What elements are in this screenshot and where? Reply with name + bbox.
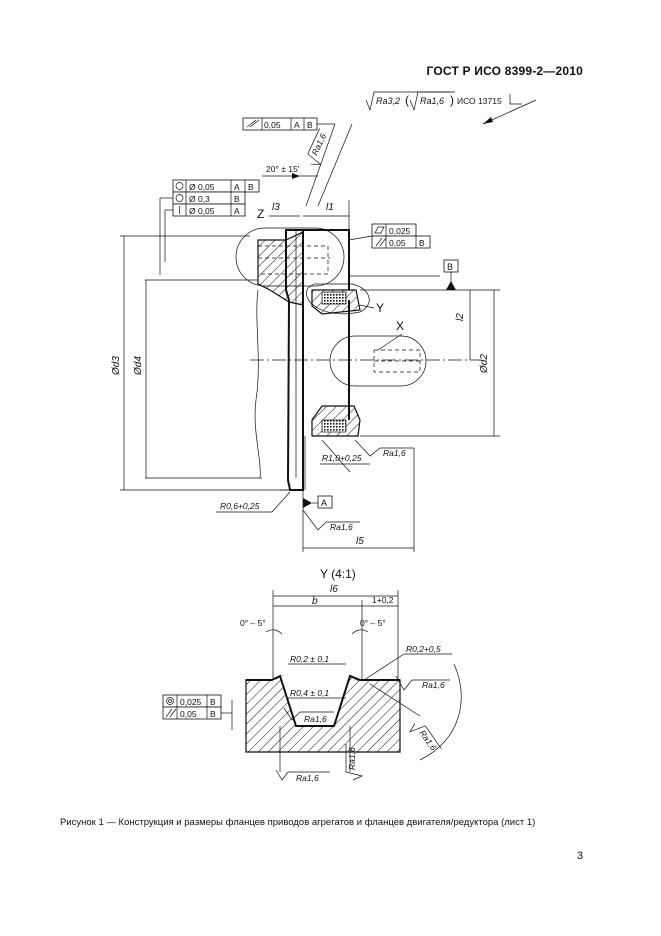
detail-angle-left: 0° – 5° xyxy=(240,618,266,628)
angle-dimension: 20° ± 15' xyxy=(266,164,300,174)
label-z: Z xyxy=(257,207,264,221)
label-x: X xyxy=(396,319,404,333)
svg-text:B: B xyxy=(210,709,216,719)
detail-y-callout xyxy=(306,283,370,315)
label-d3: Ød3 xyxy=(111,356,122,376)
svg-text:B: B xyxy=(248,182,254,192)
svg-text:B: B xyxy=(419,238,425,248)
datum-a: A xyxy=(303,495,333,509)
svg-text:A: A xyxy=(234,206,240,216)
detail-z-callout xyxy=(235,227,345,287)
general-roughness-note: Ra3,2 ( Ra1,6 ) ИСО 13715 xyxy=(365,91,537,125)
detail-y-title: Y (4:1) xyxy=(320,567,356,581)
ra-a: Ra1,6 xyxy=(330,522,353,532)
svg-text:A: A xyxy=(321,498,327,508)
svg-text:0,025: 0,025 xyxy=(180,697,202,707)
seal-bottom-grid xyxy=(321,419,347,433)
radius-r1: R1,0+0,25 xyxy=(322,453,362,463)
svg-text:B: B xyxy=(447,262,453,272)
technical-drawing: Ra3,2 ( Ra1,6 ) ИСО 13715 0,05 A B Ra1,6… xyxy=(111,91,537,783)
svg-text:0,05: 0,05 xyxy=(264,120,281,130)
svg-text:Ø 0,05: Ø 0,05 xyxy=(189,206,215,216)
svg-text:0,05: 0,05 xyxy=(180,709,197,719)
radius-r06: R0,6+0,25 xyxy=(220,501,260,511)
position-frames: Ø 0,05 A B Ø 0,3 B Ø 0,05 A xyxy=(159,179,260,275)
label-l1: l1 xyxy=(326,202,334,213)
label-d2: Ød2 xyxy=(479,354,490,374)
iso-reference: ИСО 13715 xyxy=(457,96,502,106)
label-d4: Ød4 xyxy=(133,356,144,376)
flange-section xyxy=(120,227,480,491)
detail-b: b xyxy=(312,596,318,607)
roughness-ra32: Ra3,2 xyxy=(376,96,400,106)
datum-b: B xyxy=(349,259,459,290)
seal-y-grid xyxy=(321,291,347,305)
detail-r02: R0,2 ± 0,1 xyxy=(290,654,329,664)
svg-text:B: B xyxy=(307,120,313,130)
label-y: Y xyxy=(376,301,384,315)
right-tolerance-frames: 0,025 0,05 B xyxy=(348,223,431,249)
svg-text:B: B xyxy=(234,194,240,204)
parallelism-icon xyxy=(375,237,387,247)
ra-top-label: Ra1,6 xyxy=(307,128,329,165)
detail-tolerance-frames: 0,025 B 0,05 B xyxy=(162,694,233,730)
detail-r04: R0,4 ± 0,1 xyxy=(290,688,329,698)
label-l5: l5 xyxy=(356,536,364,547)
svg-text:B: B xyxy=(210,697,216,707)
svg-text:0,025: 0,025 xyxy=(389,226,411,236)
detail-l6: l6 xyxy=(330,584,338,595)
detail-x-callout xyxy=(329,335,427,387)
detail-ra-vertical: Ra1,6 xyxy=(345,744,364,781)
detail-ra-right: Ra1,6 xyxy=(422,680,445,690)
ra-mid: Ra1,6 xyxy=(383,448,406,458)
runout-tolerance-frame: 0,05 A B xyxy=(242,117,335,131)
label-l2: l2 xyxy=(455,313,466,321)
svg-text:): ) xyxy=(450,93,454,107)
svg-text:Ø 0,05: Ø 0,05 xyxy=(189,182,215,192)
runout-icon xyxy=(246,119,260,128)
detail-ra-bottom: Ra1,6 xyxy=(296,773,319,783)
svg-text:A: A xyxy=(234,182,240,192)
detail-angle-right: 0° – 5° xyxy=(360,618,386,628)
detail-r02b: R0,2+0,5 xyxy=(406,644,441,654)
detail-ra-inner: Ra1,6 xyxy=(304,714,327,724)
flatness-icon xyxy=(374,226,385,234)
position-icon xyxy=(175,182,184,190)
detail-tol: 1+0,2 xyxy=(372,595,394,605)
svg-text:(: ( xyxy=(405,93,409,107)
page-number: 3 xyxy=(576,850,583,862)
figure-caption: Рисунок 1 — Конструкция и размеры фланце… xyxy=(60,817,536,828)
svg-text:Ra1,6: Ra1,6 xyxy=(347,747,357,770)
svg-text:0,05: 0,05 xyxy=(389,238,406,248)
detail-ra-diag: Ra1,6 xyxy=(409,723,442,753)
svg-text:Ra1,6: Ra1,6 xyxy=(310,132,329,157)
label-l3: l3 xyxy=(272,202,280,213)
document-header: ГОСТ Р ИСО 8399-2—2010 xyxy=(426,64,583,78)
roughness-ra16: Ra1,6 xyxy=(420,96,444,106)
svg-text:A: A xyxy=(294,120,300,130)
svg-text:Ø 0,3: Ø 0,3 xyxy=(189,194,210,204)
